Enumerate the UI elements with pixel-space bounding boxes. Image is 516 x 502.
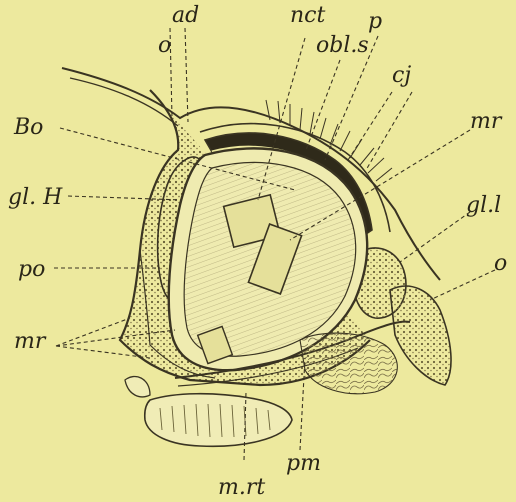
- label-mr-left: mr: [14, 329, 47, 354]
- label-cj: cj: [392, 63, 411, 88]
- label-gl-l: gl.l: [466, 193, 501, 218]
- label-o-right: o: [494, 251, 507, 276]
- label-obl-s: obl.s: [316, 33, 369, 58]
- label-pm: pm: [286, 451, 321, 476]
- label-bo: Bo: [13, 115, 43, 140]
- jaw-tooth: [125, 376, 292, 446]
- label-gl-h: gl. H: [8, 185, 63, 210]
- label-mr-right: mr: [470, 109, 503, 134]
- label-nct: nct: [290, 3, 325, 28]
- label-o-top: o: [158, 33, 171, 58]
- label-m-rt: m.rt: [218, 475, 265, 500]
- label-ad: ad: [172, 3, 199, 28]
- label-po: po: [18, 257, 45, 282]
- label-p: p: [368, 9, 382, 34]
